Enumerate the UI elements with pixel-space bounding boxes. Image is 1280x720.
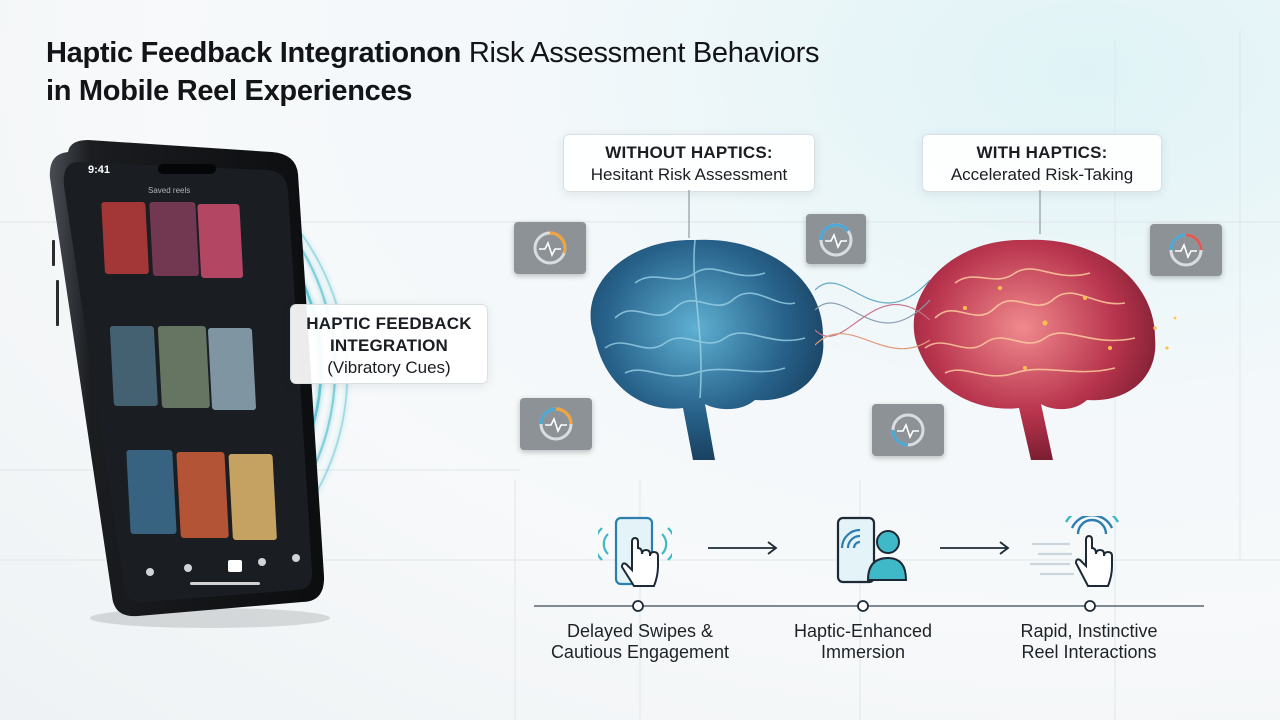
step-1-line1: Delayed Swipes & (566, 621, 714, 641)
brain-calm-illustration (590, 239, 824, 460)
neural-connection-waves (815, 279, 930, 350)
heartbeat-gauge-icon (1169, 233, 1203, 267)
without-haptics-callout: WITHOUT HAPTICS: Hesitant Risk Assessmen… (563, 134, 815, 192)
smartphone: 9:41 Saved reels (40, 140, 340, 630)
arrow-right-icon (708, 541, 778, 555)
timeline-node-1 (632, 600, 644, 612)
timeline-node-2 (857, 600, 869, 612)
with-haptics-heading: WITH HAPTICS: (976, 143, 1108, 162)
phone-tap-icon (598, 516, 672, 587)
title-line2: in Mobile Reel Experiences (46, 75, 413, 107)
gauge-badge-center-bottom (872, 404, 944, 456)
phone-header-title: Saved reels (148, 186, 191, 195)
page-title: Haptic Feedback Integrationon Risk Asses… (46, 34, 946, 110)
heartbeat-gauge-icon (819, 223, 853, 257)
phone-status-time: 9:41 (88, 164, 111, 176)
brain-active-illustration (913, 239, 1177, 460)
title-line1-light: Risk Assessment Behaviors (461, 37, 820, 69)
arrow-right-icon (940, 541, 1010, 555)
haptic-callout-line1: HAPTIC FEEDBACK (306, 314, 472, 333)
gauge-badge-right (1150, 224, 1222, 276)
with-connector-line (1039, 190, 1041, 234)
haptic-callout-line2: INTEGRATION (329, 336, 449, 355)
step-3-line1: Rapid, Instinctive (1020, 621, 1158, 641)
step-2-line2: Immersion (820, 642, 905, 662)
timeline-step-3-label: Rapid, Instinctive Reel Interactions (974, 621, 1204, 663)
title-line1-strong: Haptic Feedback Integrationon (46, 37, 462, 69)
without-haptics-heading: WITHOUT HAPTICS: (605, 143, 773, 162)
with-haptics-subtitle: Accelerated Risk-Taking (950, 165, 1134, 184)
step-3-line2: Reel Interactions (1021, 642, 1157, 662)
without-connector-line (688, 190, 690, 238)
heartbeat-gauge-icon (891, 413, 925, 447)
step-1-line2: Cautious Engagement (550, 642, 730, 662)
heartbeat-gauge-icon (539, 407, 573, 441)
without-haptics-subtitle: Hesitant Risk Assessment (590, 165, 788, 184)
timeline-track (534, 600, 1204, 612)
smartphone-illustration (49, 140, 330, 628)
with-haptics-callout: WITH HAPTICS: Accelerated Risk-Taking (922, 134, 1162, 192)
timeline-node-3 (1084, 600, 1096, 612)
rapid-tap-icon (1030, 516, 1120, 587)
timeline-step-2-label: Haptic-Enhanced Immersion (748, 621, 978, 663)
heartbeat-gauge-icon (533, 231, 567, 265)
step-2-line1: Haptic-Enhanced (793, 621, 933, 641)
haptic-feedback-callout: HAPTIC FEEDBACK INTEGRATION (Vibratory C… (290, 304, 488, 384)
haptic-callout-line3: (Vibratory Cues) (327, 358, 451, 377)
gauge-badge-center-top (806, 214, 866, 264)
gauge-badge-left-top (514, 222, 586, 274)
timeline-step-1-label: Delayed Swipes & Cautious Engagement (525, 621, 755, 663)
phone-immersion-icon (836, 516, 908, 584)
gauge-badge-left-bottom (520, 398, 592, 450)
